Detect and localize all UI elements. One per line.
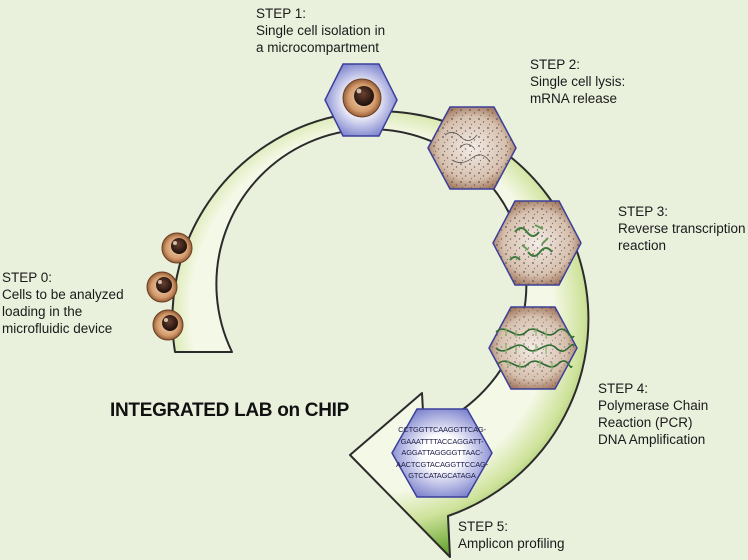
step-heading: STEP 1: — [256, 6, 307, 21]
sequence-line: GTCCATAGCATAGA — [408, 471, 476, 480]
sequence-line: GAAATTTTACCAGGATT- — [400, 436, 484, 446]
step-description-line: microfluidic device — [2, 321, 113, 336]
step-description-line: Single cell isolation in — [256, 23, 386, 38]
step-description-line: Cells to be analyzed — [2, 287, 124, 302]
step-heading: STEP 3: — [618, 204, 669, 219]
sequence-line: AGGATTAGGGGTTAAC- — [401, 448, 483, 457]
cell-icon — [152, 309, 184, 341]
step-description-line: a microcompartment — [256, 40, 380, 55]
step-description-line: mRNA release — [530, 91, 618, 106]
pcr-chamber — [488, 306, 578, 390]
step-description-line: Reverse transcription — [618, 221, 746, 236]
step-description-line: Amplicon profiling — [458, 536, 565, 551]
step-heading: STEP 0: — [2, 270, 53, 285]
step-description-line: Polymerase Chain — [598, 398, 709, 413]
diagram-title: INTEGRATED LAB on CHIP — [110, 400, 349, 421]
loading-cells — [146, 232, 193, 341]
step-description-line: reaction — [618, 238, 667, 253]
sequence-line: CCTGGTTCAAGGTTCAG- — [398, 425, 486, 434]
step-5-label: STEP 5: Amplicon profiling — [458, 518, 565, 552]
step-1-label: STEP 1: Single cell isolation in a micro… — [256, 5, 385, 56]
reverse-transcription-chamber — [492, 200, 582, 286]
step-4-label: STEP 4: Polymerase Chain Reaction (PCR) … — [598, 380, 708, 448]
step-heading: STEP 2: — [530, 57, 581, 72]
cell-icon — [342, 78, 382, 118]
step-description-line: loading in the — [2, 304, 83, 319]
dna-sequence: CCTGGTTCAAGGTTCAG- GAAATTTTACCAGGATT- AG… — [394, 424, 490, 482]
step-3-label: STEP 3: Reverse transcription reaction — [618, 203, 746, 254]
amplicon-profiling-chamber — [391, 408, 493, 498]
step-0-label: STEP 0: Cells to be analyzed loading in … — [2, 269, 124, 337]
step-heading: STEP 5: — [458, 519, 509, 534]
step-heading: STEP 4: — [598, 381, 649, 396]
cell-icon — [161, 232, 193, 264]
isolation-chamber — [324, 63, 398, 137]
cell-icon — [146, 271, 178, 303]
step-2-label: STEP 2: Single cell lysis: mRNA release — [530, 56, 625, 107]
step-description-line: Reaction (PCR) — [598, 415, 693, 430]
lysis-chamber — [427, 106, 517, 190]
sequence-line: AACTCGTACAGGTTCCAG- — [396, 459, 488, 469]
step-description-line: DNA Amplification — [598, 432, 706, 447]
step-description-line: Single cell lysis: — [530, 74, 626, 89]
